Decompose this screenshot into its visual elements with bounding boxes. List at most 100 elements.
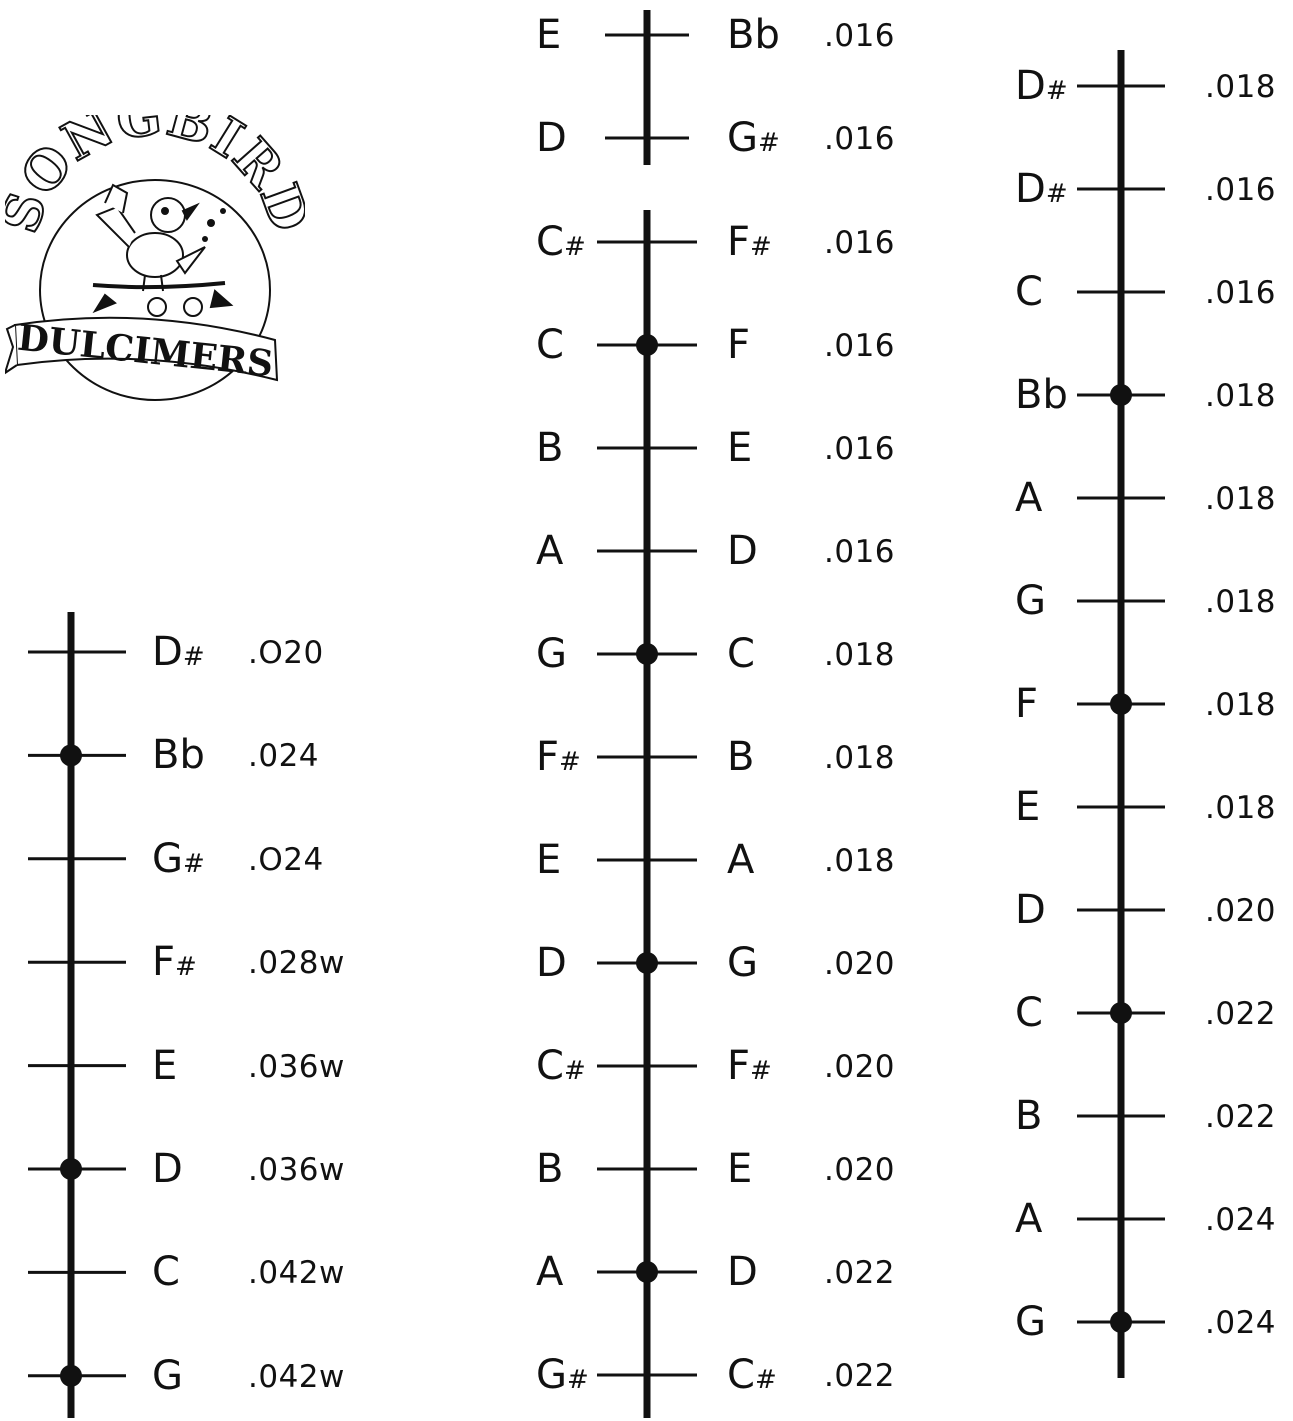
middle-right-note-label: B — [727, 737, 754, 777]
middle-left-note-label: E — [536, 840, 561, 880]
middle-gauge-label: .016 — [824, 331, 895, 362]
right-note-label: D — [1015, 890, 1046, 930]
left-note-label: Bb — [152, 735, 205, 775]
middle-gauge-label: .020 — [824, 1155, 895, 1186]
middle-right-note-label: D — [727, 1252, 758, 1292]
middle-gauge-label: .016 — [824, 21, 895, 52]
middle-right-note-label: E — [727, 1149, 752, 1189]
right-note-label: G — [1015, 1302, 1046, 1342]
left-gauge-label: .036w — [248, 1155, 345, 1186]
middle-right-note-label: F# — [727, 222, 772, 262]
right-note-label: G — [1015, 581, 1046, 621]
middle-right-note-label: Bb — [727, 15, 780, 55]
right-gauge-label: .018 — [1205, 690, 1276, 721]
right-gauge-label: .024 — [1205, 1308, 1276, 1339]
right-fret-dot — [1110, 1311, 1132, 1333]
right-fret-dot — [1110, 384, 1132, 406]
right-note-label: A — [1015, 1199, 1042, 1239]
right-gauge-label: .022 — [1205, 1102, 1276, 1133]
right-gauge-label: .024 — [1205, 1205, 1276, 1236]
music-notes-icon — [202, 208, 226, 242]
middle-gauge-label: .018 — [824, 743, 895, 774]
right-gauge-label: .022 — [1205, 999, 1276, 1030]
right-fret-dot — [1110, 693, 1132, 715]
right-gauge-label: .018 — [1205, 72, 1276, 103]
middle-fret-dot — [636, 643, 658, 665]
left-fret-dot — [60, 744, 82, 766]
left-gauge-label: .028w — [248, 948, 345, 979]
left-note-label: D# — [152, 632, 205, 672]
left-note-label: D — [152, 1149, 183, 1189]
right-gauge-label: .018 — [1205, 381, 1276, 412]
right-note-label: F — [1015, 684, 1038, 724]
left-gauge-label: .036w — [248, 1052, 345, 1083]
middle-right-note-label: E — [727, 428, 752, 468]
middle-fret-dot — [636, 1261, 658, 1283]
middle-left-note-label: F# — [536, 737, 581, 777]
left-gauge-label: .O24 — [248, 845, 324, 876]
right-note-label: Bb — [1015, 375, 1068, 415]
left-gauge-label: .024 — [248, 741, 319, 772]
right-note-label: E — [1015, 787, 1040, 827]
middle-left-note-label: G — [536, 634, 567, 674]
middle-right-note-label: D — [727, 531, 758, 571]
right-gauge-label: .018 — [1205, 587, 1276, 618]
middle-right-note-label: F — [727, 325, 750, 365]
left-note-label: E — [152, 1046, 177, 1086]
middle-left-note-label: E — [536, 15, 561, 55]
right-gauge-label: .018 — [1205, 793, 1276, 824]
left-note-label: F# — [152, 942, 197, 982]
right-note-label: D# — [1015, 169, 1068, 209]
middle-left-note-label: G# — [536, 1355, 589, 1395]
middle-gauge-label: .016 — [824, 228, 895, 259]
right-note-label: A — [1015, 478, 1042, 518]
left-note-label: G — [152, 1356, 183, 1396]
left-gauge-label: .042w — [248, 1362, 345, 1393]
left-fret-dot — [60, 1158, 82, 1180]
middle-gauge-label: .022 — [824, 1361, 895, 1392]
middle-gauge-label: .016 — [824, 434, 895, 465]
left-note-label: G# — [152, 839, 205, 879]
middle-left-note-label: B — [536, 428, 563, 468]
songbird-dulcimers-logo: SONGBIRD DULCIMERS — [5, 115, 305, 515]
bird-icon — [97, 185, 205, 291]
middle-fret-dot — [636, 334, 658, 356]
middle-left-note-label: C# — [536, 222, 586, 262]
right-gauge-label: .016 — [1205, 278, 1276, 309]
right-note-label: D# — [1015, 66, 1068, 106]
middle-gauge-label: .020 — [824, 1052, 895, 1083]
right-note-label: B — [1015, 1096, 1042, 1136]
right-fret-dot — [1110, 1002, 1132, 1024]
middle-gauge-label: .016 — [824, 124, 895, 155]
right-gauge-label: .020 — [1205, 896, 1276, 927]
middle-gauge-label: .018 — [824, 846, 895, 877]
right-note-label: C — [1015, 993, 1043, 1033]
middle-gauge-label: .018 — [824, 640, 895, 671]
middle-left-note-label: D — [536, 118, 567, 158]
right-note-label: C — [1015, 272, 1043, 312]
right-gauge-label: .016 — [1205, 175, 1276, 206]
middle-right-note-label: F# — [727, 1046, 772, 1086]
middle-fret-dot — [636, 952, 658, 974]
middle-gauge-label: .016 — [824, 537, 895, 568]
right-gauge-label: .018 — [1205, 484, 1276, 515]
middle-gauge-label: .022 — [824, 1258, 895, 1289]
left-fret-dot — [60, 1365, 82, 1387]
middle-left-note-label: A — [536, 1252, 563, 1292]
left-gauge-label: .042w — [248, 1258, 345, 1289]
middle-left-note-label: C — [536, 325, 564, 365]
middle-left-note-label: D — [536, 943, 567, 983]
middle-left-note-label: C# — [536, 1046, 586, 1086]
middle-left-note-label: B — [536, 1149, 563, 1189]
middle-left-note-label: A — [536, 531, 563, 571]
left-note-label: C — [152, 1252, 180, 1292]
middle-right-note-label: G — [727, 943, 758, 983]
middle-right-note-label: C# — [727, 1355, 777, 1395]
middle-right-note-label: C — [727, 634, 755, 674]
middle-right-note-label: A — [727, 840, 754, 880]
left-gauge-label: .O20 — [248, 638, 324, 669]
branch-icon — [93, 283, 231, 316]
middle-gauge-label: .020 — [824, 949, 895, 980]
middle-right-note-label: G# — [727, 118, 780, 158]
